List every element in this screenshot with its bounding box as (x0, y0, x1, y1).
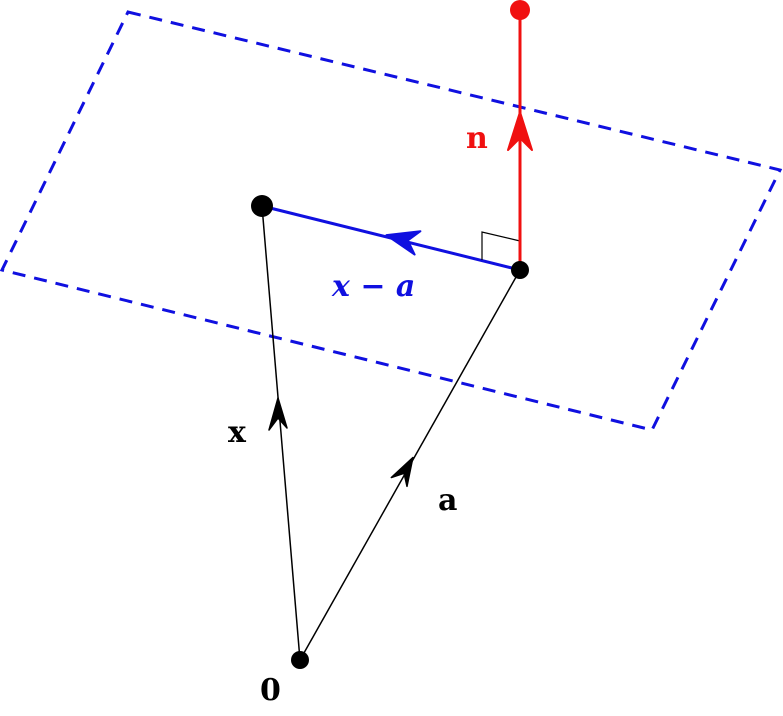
right-angle-marker (481, 231, 521, 260)
normal-vector-arrowhead (507, 111, 533, 151)
vector-a-arrowhead (390, 456, 414, 488)
point-a (511, 261, 529, 279)
origin-label: 0 (260, 673, 281, 708)
normal-tip-point (510, 0, 530, 20)
a-vector-label: a (438, 483, 457, 518)
vector-x-arrowhead (268, 397, 288, 431)
origin-point (291, 651, 309, 669)
vector-x-line (261, 205, 301, 661)
point-x (251, 195, 273, 217)
normal-label: n (466, 121, 488, 156)
difference-label: x − a (331, 269, 415, 304)
plane-outline (0, 10, 783, 432)
difference-vector-arrowhead (385, 230, 422, 256)
x-vector-label: x (228, 415, 247, 450)
